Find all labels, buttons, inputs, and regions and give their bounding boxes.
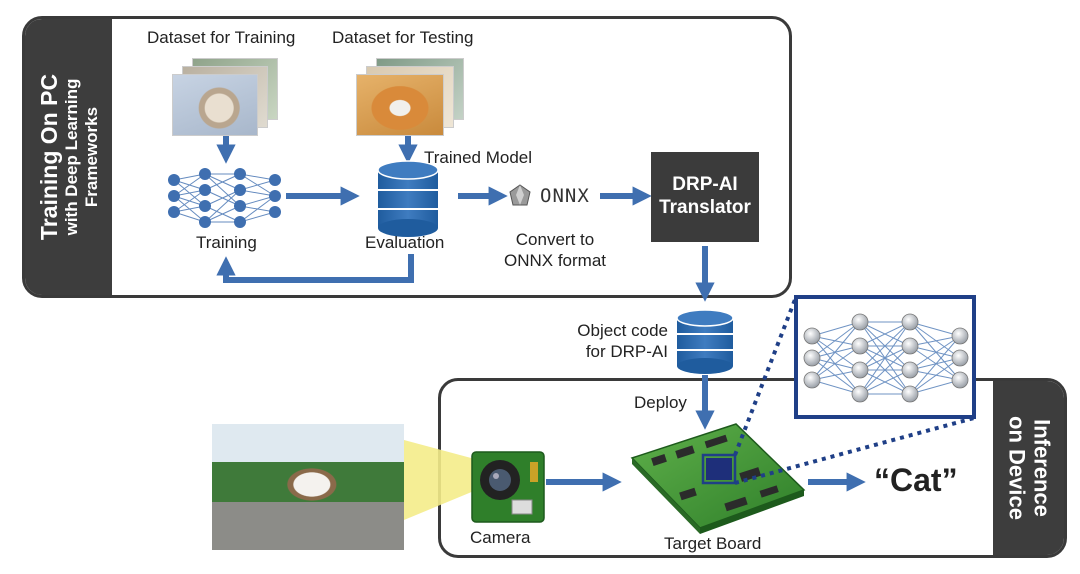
translator-line2: Translator [659, 197, 751, 218]
camera-icon [471, 451, 545, 523]
result-label: “Cat” [874, 462, 958, 498]
target-board-label: Target Board [664, 534, 762, 553]
evaluation-database-icon [377, 160, 439, 237]
arrow-feedback-loop [216, 254, 414, 283]
dataset-training-label: Dataset for Training [147, 28, 296, 47]
onnx-logo-icon [509, 184, 531, 206]
training-label: Training [196, 233, 257, 252]
training-panel: Training On PC with Deep Learning Framew… [22, 16, 792, 298]
inference-panel-tab: Inference on Device [993, 381, 1064, 555]
camera-view-cone [404, 440, 486, 520]
object-code-label: Object code for DRP-AI [566, 320, 668, 362]
jumping-cat-photo [212, 424, 404, 550]
translator-line1: DRP-AI [672, 174, 738, 196]
training-dataset-images [172, 58, 280, 136]
training-network-icon [168, 168, 281, 228]
convert-label: Convert to ONNX format [492, 229, 618, 271]
onnx-label: ONNX [540, 185, 590, 207]
zoom-dotted-lines [733, 296, 975, 485]
zoomed-network-panel [794, 295, 976, 419]
deploy-label: Deploy [634, 393, 687, 412]
chip-highlight-frame [701, 453, 737, 485]
convert-label-line2: ONNX format [503, 251, 607, 270]
camera-label: Camera [470, 528, 531, 547]
training-panel-tab: Training On PC with Deep Learning Framew… [25, 19, 112, 295]
object-code-database-icon [676, 309, 734, 374]
dataset-testing-label: Dataset for Testing [332, 28, 474, 47]
object-code-line1: Object code [577, 321, 668, 340]
convert-label-line1: Convert to [515, 230, 595, 249]
testing-dataset-images [356, 58, 466, 136]
target-board-icon [630, 423, 806, 534]
testing-cat-photo [356, 74, 444, 136]
trained-model-label: Trained Model [424, 148, 533, 167]
arrows [216, 136, 866, 492]
drp-ai-translator-box: DRP-AI Translator [651, 152, 759, 242]
evaluation-label: Evaluation [365, 233, 445, 252]
object-code-line2: for DRP-AI [585, 342, 668, 361]
training-cat-photo [172, 74, 258, 136]
